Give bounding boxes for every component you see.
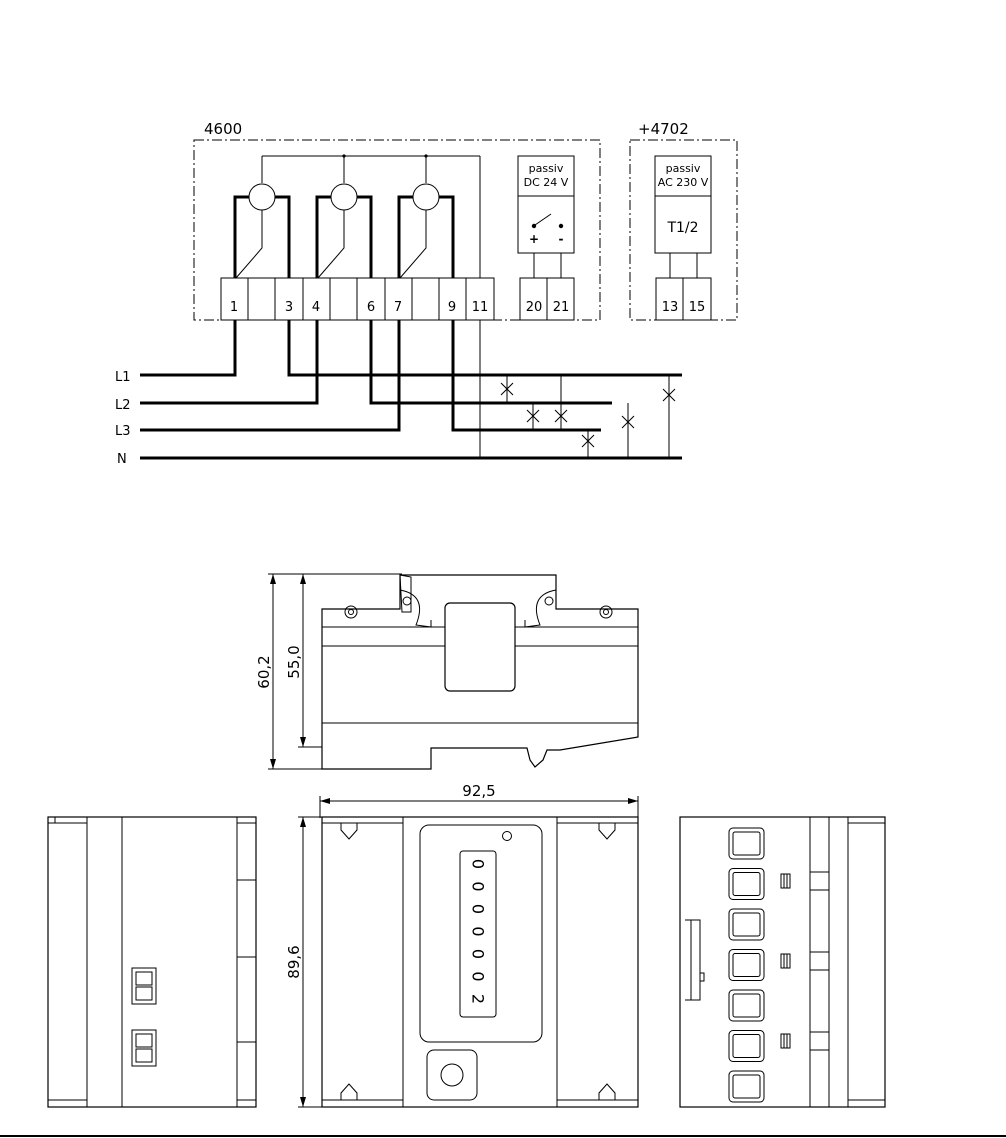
module-voltage-label: AC 230 V <box>658 176 709 189</box>
display-window <box>445 603 515 691</box>
counter-digit: 0 <box>469 881 488 891</box>
pulse-output-box: passiv DC 24 V + - 20 21 <box>518 156 574 320</box>
module-model-label: +4702 <box>638 120 689 138</box>
terminal-3: 3 <box>285 300 293 315</box>
terminal-4: 4 <box>312 300 320 315</box>
pulse-output-voltage-label: DC 24 V <box>524 176 569 189</box>
front-view: 0 0 0 0 0 0 2 <box>322 817 638 1107</box>
tariff-module-box: passiv AC 230 V T1/2 13 15 <box>655 156 711 320</box>
terminal-20: 20 <box>526 300 543 315</box>
supply-lines <box>140 320 682 458</box>
terminal-1: 1 <box>230 300 238 315</box>
current-transformer-3 <box>413 184 439 210</box>
current-transformer-2 <box>331 184 357 210</box>
terminal-11: 11 <box>472 300 489 315</box>
terminal-15: 15 <box>689 300 706 315</box>
dim-width: 92,5 <box>462 782 495 800</box>
line-label-l3: L3 <box>115 424 131 439</box>
counter-digit: 0 <box>469 859 488 869</box>
pulse-plus-label: + <box>529 232 539 246</box>
depth-dimension: 89,6 <box>285 817 322 1107</box>
main-terminal-strip: 1 3 4 6 7 9 11 <box>221 278 494 320</box>
terminal-21: 21 <box>553 300 570 315</box>
current-transformer-1 <box>249 184 275 210</box>
terminal-9: 9 <box>448 300 456 315</box>
dim-body-height: 55,0 <box>285 645 303 678</box>
module-passive-label: passiv <box>666 162 701 175</box>
line-label-l1: L1 <box>115 370 131 385</box>
counter-digit: 0 <box>469 971 488 981</box>
line-label-l2: L2 <box>115 398 131 413</box>
pulse-minus-label: - <box>559 232 564 246</box>
line-label-n: N <box>117 452 127 467</box>
width-dimension: 92,5 <box>320 782 638 818</box>
side-view <box>322 575 638 769</box>
wiring-diagram: 4600 +4702 <box>115 120 737 467</box>
counter-digit: 0 <box>469 904 488 914</box>
counter-digit: 0 <box>469 949 488 959</box>
terminal-6: 6 <box>367 300 375 315</box>
meter-model-label: 4600 <box>204 120 242 138</box>
connection-markers <box>501 375 675 458</box>
module-tariff-label: T1/2 <box>666 220 698 236</box>
right-view <box>680 817 885 1107</box>
left-view <box>48 817 256 1107</box>
counter-digit: 2 <box>469 994 488 1004</box>
counter-digit: 0 <box>469 926 488 936</box>
dim-total-height: 60,2 <box>255 655 273 688</box>
dim-depth: 89,6 <box>285 945 303 978</box>
pulse-output-passive-label: passiv <box>529 162 564 175</box>
terminal-13: 13 <box>662 300 679 315</box>
terminal-7: 7 <box>394 300 402 315</box>
